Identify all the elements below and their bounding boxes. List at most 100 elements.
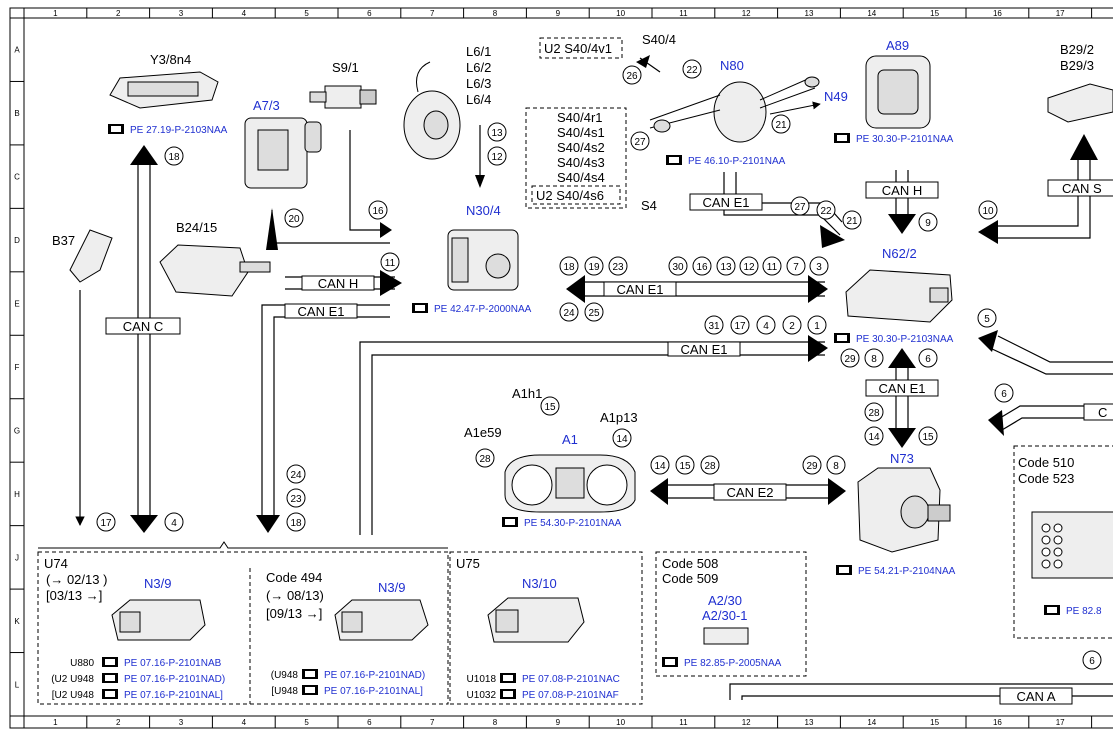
u74-row3-ref[interactable]: PE 07.16-P-2101NAL] <box>124 690 223 701</box>
signal-circle: 12 <box>487 146 507 166</box>
bus-label-can-e1: CAN E1 <box>617 282 664 297</box>
column-label: 14 <box>867 9 876 18</box>
label-s40-4s4: S40/4s4 <box>557 170 605 185</box>
signal-circle: 7 <box>786 256 806 276</box>
a89-image <box>865 55 931 129</box>
signal-circle: 21 <box>842 210 862 230</box>
label-n49: N49 <box>824 89 848 104</box>
signal-number: 3 <box>816 262 822 273</box>
ref-code-508[interactable]: PE 82.85-P-2005NAA <box>684 658 782 669</box>
signal-circle: 13 <box>487 122 507 142</box>
bus-label-can-a: CAN A <box>1016 689 1055 704</box>
bus-label-can-h: CAN H <box>882 183 922 198</box>
label-y3-8n4: Y3/8n4 <box>150 52 191 67</box>
signal-number: 27 <box>634 137 646 148</box>
signal-number: 23 <box>612 262 624 273</box>
bus-label-can-h: CAN H <box>318 276 358 291</box>
code510-image <box>1031 511 1113 579</box>
code494-row1-ref[interactable]: PE 07.16-P-2101NAD) <box>324 670 425 681</box>
signal-circle: 12 <box>739 256 759 276</box>
label-a7-3: A7/3 <box>253 98 280 113</box>
label-a1e59: A1e59 <box>464 425 502 440</box>
ref-a89[interactable]: PE 30.30-P-2101NAA <box>856 134 954 145</box>
label-l6-2: L6/2 <box>466 60 491 75</box>
ref-a1[interactable]: PE 54.30-P-2101NAA <box>524 518 622 529</box>
pointing-hand-icon <box>834 333 850 343</box>
ref-y3-8n4[interactable]: PE 27.19-P-2103NAA <box>130 125 228 136</box>
column-label: 7 <box>430 718 435 727</box>
signal-circle: 4 <box>164 512 184 532</box>
signal-number: 14 <box>616 434 628 445</box>
signal-number: 9 <box>925 218 931 229</box>
signal-number: 24 <box>290 470 302 481</box>
pointing-hand-icon <box>102 689 118 699</box>
signal-number: 18 <box>563 262 575 273</box>
group-brace <box>38 541 448 549</box>
bus-label-partial: C <box>1098 405 1107 420</box>
column-label: 3 <box>179 9 184 18</box>
signal-number: 28 <box>868 408 880 419</box>
signal-circle: 18 <box>559 256 579 276</box>
label-n62-2: N62/2 <box>882 246 917 261</box>
n80-image <box>649 76 821 143</box>
u75-row1-ref[interactable]: PE 07.08-P-2101NAC <box>522 674 620 685</box>
signal-number: 8 <box>871 354 877 365</box>
signal-number: 16 <box>372 206 384 217</box>
u74-row2-ref[interactable]: PE 07.16-P-2101NAD) <box>124 674 225 685</box>
signal-number: 6 <box>1089 656 1095 667</box>
b29-image <box>1047 83 1113 123</box>
signal-number: 29 <box>844 354 856 365</box>
label-b37: B37 <box>52 233 75 248</box>
label-code-509: Code 509 <box>662 571 718 586</box>
pointing-hand-icon <box>502 517 518 527</box>
label-code-508: Code 508 <box>662 556 718 571</box>
signal-circle: 26 <box>622 65 642 85</box>
label-s9-1: S9/1 <box>332 60 359 75</box>
column-label: 1 <box>53 718 58 727</box>
ecu-n3-9b-image <box>334 599 429 641</box>
signal-number: 30 <box>672 262 684 273</box>
signal-circle: 15 <box>918 426 938 446</box>
column-label: 6 <box>367 9 372 18</box>
signal-circle: 28 <box>475 448 495 468</box>
component-illustrations <box>69 55 1113 645</box>
u75-row2-ref[interactable]: PE 07.08-P-2101NAF <box>522 690 619 701</box>
label-n80: N80 <box>720 58 744 73</box>
signal-circle: 8 <box>864 348 884 368</box>
u75-device: N3/10 <box>522 576 557 591</box>
row-label: K <box>14 617 20 626</box>
b24-15-image <box>159 244 271 297</box>
signal-number: 21 <box>846 216 858 227</box>
label-u2-s40-4v1: U2 S40/4v1 <box>544 41 612 56</box>
n73-image <box>857 467 951 553</box>
code494-row2-code: [U948 <box>271 686 298 697</box>
signal-circle: 6 <box>1082 650 1102 670</box>
label-a1h1: A1h1 <box>512 386 542 401</box>
u74-row1-ref[interactable]: PE 07.16-P-2101NAB <box>124 658 222 669</box>
signal-number: 15 <box>544 402 556 413</box>
signal-circle: 2 <box>782 315 802 335</box>
ref-code-510[interactable]: PE 82.8 <box>1066 606 1102 617</box>
ref-n30-4[interactable]: PE 42.47-P-2000NAA <box>434 304 532 315</box>
signal-number: 28 <box>479 454 491 465</box>
ref-n62-2[interactable]: PE 30.30-P-2103NAA <box>856 334 954 345</box>
column-label: 2 <box>116 718 121 727</box>
ref-n73[interactable]: PE 54.21-P-2104NAA <box>858 566 956 577</box>
signal-circle: 24 <box>286 464 306 484</box>
signal-number: 27 <box>794 202 806 213</box>
code494-row2-ref[interactable]: PE 07.16-P-2101NAL] <box>324 686 423 697</box>
signal-circle: 17 <box>730 315 750 335</box>
row-label: A <box>14 46 20 55</box>
signal-circle: 11 <box>762 256 782 276</box>
ref-n80[interactable]: PE 46.10-P-2101NAA <box>688 156 786 167</box>
column-label: 5 <box>304 718 309 727</box>
row-label: D <box>14 236 20 245</box>
column-label: 3 <box>179 718 184 727</box>
signal-circle: 6 <box>994 383 1014 403</box>
column-label: 6 <box>367 718 372 727</box>
s9-1-image <box>309 85 377 109</box>
signal-number: 25 <box>588 308 600 319</box>
ecu-n3-9-image <box>111 599 206 641</box>
